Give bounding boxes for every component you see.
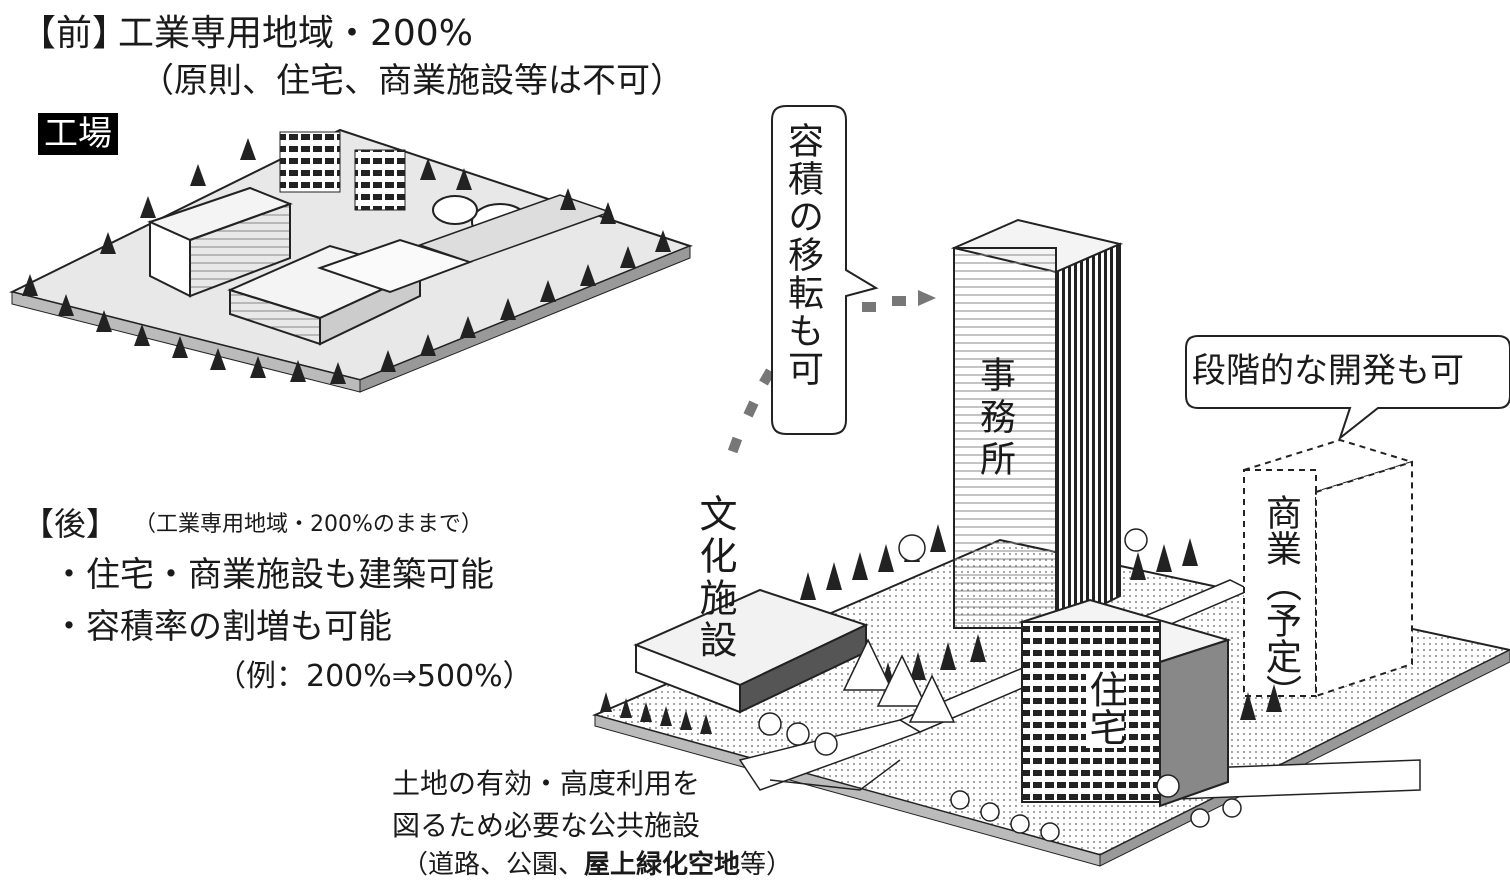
public-facilities-line1: 土地の有効・高度利用を <box>392 767 701 800</box>
factory-tag: 工場 <box>38 113 118 155</box>
before-note: （原則、住宅、商業施設等は不可） <box>140 61 684 101</box>
phased-callout-text: 段階的な開発も可 <box>1192 351 1464 391</box>
after-example: （例：200%⇒500%） <box>216 659 533 694</box>
transfer-arrow <box>727 290 936 454</box>
public-facilities-line3: （道路、公園、屋上緑化空地等） <box>402 852 792 878</box>
before-zoning: 工業専用地域・200% <box>118 13 473 54</box>
redevelopment-site <box>592 218 1510 867</box>
housing-label: 住宅 <box>1083 668 1127 748</box>
transfer-callout-bubble <box>771 105 879 435</box>
phased-callout-bubble <box>1185 335 1510 441</box>
factory-site <box>9 128 693 393</box>
after-note: （工業専用地域・200%のままで） <box>134 512 483 537</box>
before-label: 【前】 <box>20 13 129 54</box>
commercial-planned-label: 商業（予定） <box>1260 494 1301 710</box>
public-facilities-leader <box>769 759 901 791</box>
culture-facility-label: 文化施設 <box>693 494 737 662</box>
after-bullet-bonus: ・容積率の割増も可能 <box>52 607 392 647</box>
office-label: 事務所 <box>974 356 1015 482</box>
after-label: 【後】 <box>22 505 119 543</box>
public-facilities-line2: 図るため必要な公共施設 <box>392 809 701 842</box>
public-facilities-line3-suffix: 等） <box>740 850 793 880</box>
after-bullet-housing: ・住宅・商業施設も建築可能 <box>52 555 494 595</box>
public-facilities-line3-prefix: （道路、公園、 <box>402 850 585 880</box>
rooftop-greening-space: 屋上緑化空地 <box>584 850 741 880</box>
transfer-callout-text: 容積の移転も可 <box>782 122 823 388</box>
